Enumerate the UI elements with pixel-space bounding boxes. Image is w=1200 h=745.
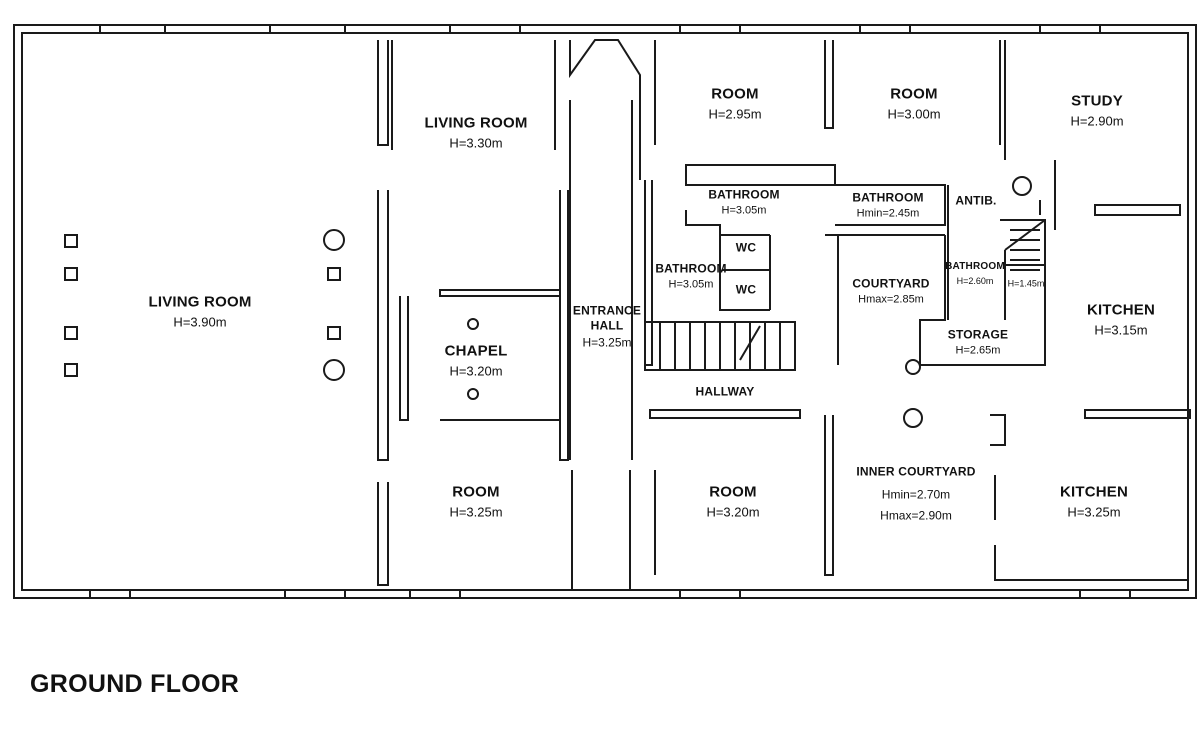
pillar [64,326,78,340]
room-name: BATHROOM [655,261,727,276]
walls [13,24,1197,599]
column [903,408,923,428]
wall-chapel [399,190,569,461]
room-height: H=2.65m [955,344,1001,357]
room-courtyard: COURTYARD Hmax=2.85m [852,277,929,308]
room-living-room-large: LIVING ROOM H=3.90m [148,294,251,331]
wall-bathroom-block [644,164,949,366]
room-height: H=3.20m [706,504,760,520]
column [1012,176,1032,196]
wall-hallway [649,409,801,419]
column [323,359,345,381]
wall-living-small [391,40,556,150]
room-hmin: Hmin=2.70m [881,487,951,502]
room-height: H=2.60m [956,275,994,286]
room-bathroom-4: BATHROOM H=2.60m [945,261,1005,287]
pillar [327,267,341,281]
room-hmax: Hmax=2.90m [880,508,952,523]
room-name: WC [735,240,757,255]
room-name: ROOM [452,483,500,501]
wall-study-kitchen [1054,160,1191,419]
room-study: STUDY H=2.90m [1070,93,1123,130]
room-height: H=3.30m [449,135,503,151]
room-height: Hmax=2.85m [858,293,924,306]
room-name: LIVING ROOM [424,114,528,132]
outer-wall [13,24,1197,599]
room-name: HALLWAY [695,384,755,399]
room-name-line1: ENTRANCE [572,303,642,318]
room-height: Hmin=2.45m [856,207,920,220]
room-name: BATHROOM [708,187,780,202]
room-hallway: HALLWAY [696,385,755,400]
room-name: CHAPEL [444,342,508,360]
wall-living-right [377,40,389,586]
room-name: STORAGE [947,327,1009,342]
room-height: H=3.20m [449,363,503,379]
stair-height-label: H=1.45m [1008,276,1045,289]
wall-top-rooms [654,40,1006,160]
room-top-2: ROOM H=3.00m [887,86,940,123]
room-bottom-left: ROOM H=3.25m [449,484,502,521]
room-height: H=3.25m [582,335,632,350]
floor-title: GROUND FLOOR [30,670,240,698]
top-window-sills [99,25,1101,33]
room-chapel: CHAPEL H=3.20m [445,343,508,380]
room-name-line2: HALL [590,318,624,333]
room-height: H=3.00m [887,106,941,122]
room-kitchen-bottom: KITCHEN H=3.25m [1060,484,1128,521]
room-height: H=3.90m [173,314,227,330]
room-height: H=3.05m [721,204,767,217]
pillar [64,234,78,248]
room-name: INNER COURTYARD [856,464,976,479]
bottom-window-sills [89,590,1131,598]
pillar [64,267,78,281]
room-entrance-hall: ENTRANCE HALL H=3.25m [573,304,641,351]
room-name: LIVING ROOM [148,293,252,311]
room-kitchen-right: KITCHEN H=3.15m [1087,302,1155,339]
room-name: ANTIB. [955,193,997,208]
room-name: BATHROOM [945,261,1005,273]
room-antib: ANTIB. [955,194,996,209]
room-living-room-small: LIVING ROOM H=3.30m [424,115,527,152]
wall-entrance [569,39,641,590]
stair-right [1005,200,1045,271]
column [905,359,921,375]
room-wc-2: WC [736,283,756,298]
column [467,388,479,400]
room-name: KITCHEN [1086,301,1156,319]
column [467,318,479,330]
room-bathroom-1: BATHROOM H=3.05m [708,188,779,219]
room-top-1: ROOM H=2.95m [708,86,761,123]
room-height: H=2.90m [1070,113,1124,129]
room-name: ROOM [711,85,759,103]
room-name: WC [735,282,757,297]
room-height: H=3.05m [668,278,714,291]
room-name: STUDY [1071,92,1123,110]
room-name: ROOM [890,85,938,103]
wall-bottom-rooms [654,414,1188,581]
room-height: H=3.15m [1094,322,1148,338]
room-name: BATHROOM [852,190,924,205]
room-height: H=1.45m [1007,278,1045,289]
room-bottom-mid: ROOM H=3.20m [706,484,759,521]
room-bathroom-2: BATHROOM H=3.05m [655,262,726,293]
stair [644,321,796,371]
room-name: KITCHEN [1059,483,1129,501]
pillar [327,326,341,340]
room-height: H=3.25m [1067,504,1121,520]
room-wc-1: WC [736,241,756,256]
room-storage: STORAGE H=2.65m [948,328,1009,359]
pillar [64,363,78,377]
room-name: ROOM [709,483,757,501]
room-bathroom-3: BATHROOM Hmin=2.45m [852,191,923,222]
room-inner-courtyard: INNER COURTYARD Hmin=2.70m Hmax=2.90m [856,465,975,524]
room-name: COURTYARD [852,276,930,291]
room-height: H=3.25m [449,504,503,520]
room-height: H=2.95m [708,106,762,122]
column [323,229,345,251]
